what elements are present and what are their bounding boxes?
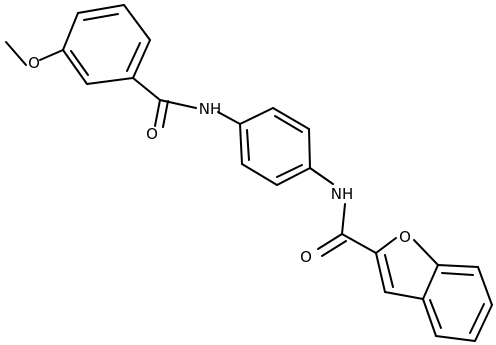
bond-carbonyl-to-furan: [341, 233, 377, 254]
bond: [422, 264, 439, 300]
carbonyl-oxygen-label-2: O: [300, 248, 312, 266]
double-bond-inner: [441, 272, 474, 276]
double-bond-inner: [126, 42, 141, 72]
benzo-ring: [422, 264, 493, 342]
bond-methoxy-o-to-methyl: [5, 41, 27, 66]
bond: [272, 107, 310, 130]
bond: [422, 298, 437, 337]
bond: [86, 77, 134, 85]
bond-ring-to-n: [309, 167, 334, 185]
carbonyl-oxygen-label-1: O: [146, 125, 158, 143]
carbonyl-double-bond: [162, 100, 169, 128]
bond-carbonyl-to-n: [159, 99, 197, 109]
bond: [413, 239, 439, 266]
double-bond-inner: [70, 50, 89, 76]
bond: [375, 237, 397, 254]
furan-oxygen-label: O: [399, 228, 411, 246]
double-bond-inner: [469, 303, 485, 334]
amide-nitrogen-label-1: NH: [199, 100, 222, 118]
bond: [62, 49, 88, 85]
double-bond-inner: [384, 254, 394, 288]
carbonyl-double-bond: [154, 99, 161, 127]
carbonyl-double-bond: [321, 240, 347, 257]
bond: [241, 163, 278, 186]
bond: [375, 252, 386, 293]
phenylene-ring: [239, 107, 311, 186]
bond: [77, 4, 125, 14]
carbonyl-double-bond: [317, 233, 343, 250]
bond: [132, 39, 151, 79]
bond-n-to-carbonyl: [341, 203, 346, 235]
furan-ring: [375, 237, 439, 300]
double-bond-inner: [274, 115, 303, 133]
double-bond-inner: [429, 299, 442, 329]
bond: [474, 304, 493, 342]
bond-ring-to-carbonyl: [132, 77, 161, 101]
methoxyphenyl-ring: [62, 4, 151, 85]
amide-nitrogen-label-2: NH: [331, 185, 354, 203]
bond: [62, 12, 79, 51]
bond: [435, 335, 476, 342]
bond: [239, 107, 274, 125]
methoxy-oxygen-label: O: [28, 54, 40, 72]
double-bond-inner: [83, 13, 119, 21]
bond: [239, 123, 243, 165]
bond-ring-to-methoxy-o: [39, 49, 64, 61]
bond: [308, 128, 311, 169]
double-bond-inner: [276, 164, 303, 178]
bond: [384, 291, 424, 300]
bond: [437, 264, 479, 268]
bond: [477, 266, 493, 306]
double-bond-inner: [246, 129, 250, 161]
bond: [276, 167, 311, 186]
bond-n-to-ring: [217, 111, 241, 125]
bond: [123, 4, 151, 41]
